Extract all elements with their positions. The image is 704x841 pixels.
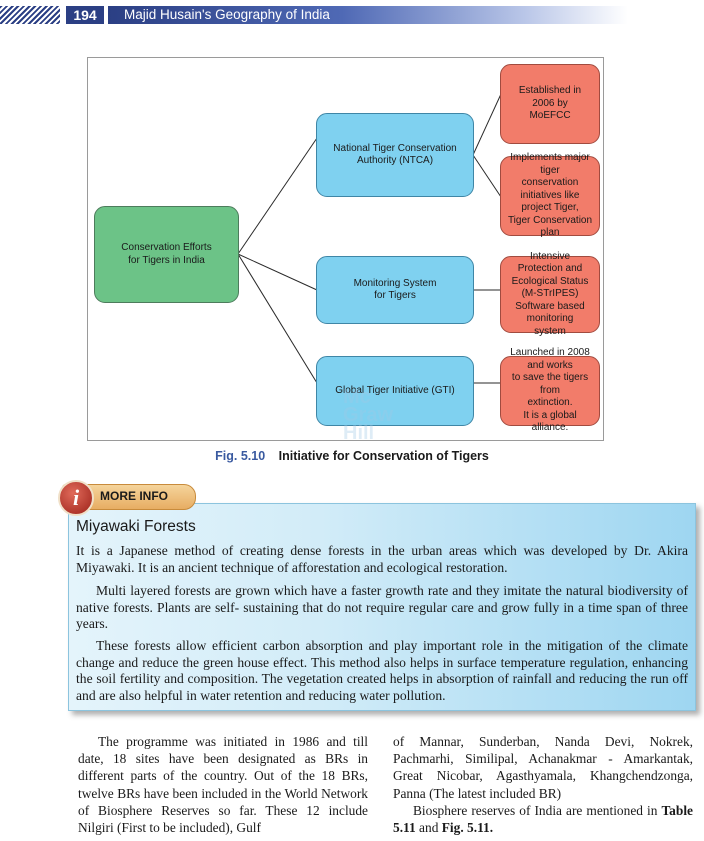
table-reference: Table 5.11 <box>393 802 693 836</box>
more-info-heading: Miyawaki Forests <box>76 518 196 535</box>
connector-ntca-leaf2 <box>472 154 502 198</box>
publisher-watermark: Mc Graw Hill <box>343 386 394 444</box>
connector-lines <box>237 93 502 384</box>
node-gti-launched: Launched in 2008 and works to save the t… <box>500 347 600 433</box>
figure-title: Initiative for Conservation of Tigers <box>278 449 489 463</box>
node-ntca-established: Established in 2006 by MoEFCC <box>500 64 600 144</box>
more-info-box <box>68 503 696 711</box>
page-number: 194 <box>66 6 104 24</box>
node-m-stripes: Intensive Protection and Ecological Stat… <box>500 251 600 337</box>
node-monitoring-system: Monitoring System for Tigers <box>316 256 474 324</box>
more-info-paragraph-2: Multi layered forests are grown which ha… <box>76 583 688 631</box>
connector-root-monitoring <box>237 253 318 291</box>
info-icon: i <box>58 480 94 516</box>
figure-caption: Fig. 5.10 Initiative for Conservation of… <box>0 449 704 463</box>
more-info-paragraph-3: These forests allow efficient carbon abs… <box>76 638 688 703</box>
figure-reference: Fig. 5.11. <box>441 820 494 836</box>
and-word: and <box>415 820 442 836</box>
body-paragraph-right-1: of Mannar, Sunderban, Nanda Devi, Nokrek… <box>393 734 693 801</box>
node-gti: Global Tiger Initiative (GTI) <box>316 356 474 426</box>
figure-5-10: Conservation Efforts for Tigers in India… <box>87 57 604 443</box>
more-info-paragraph-1: It is a Japanese method of creating dens… <box>76 543 688 575</box>
node-ntca: National Tiger Conservation Authority (N… <box>316 113 474 197</box>
connector-ntca-leaf1 <box>472 93 502 156</box>
body-paragraph-left: The programme was initiated in 1986 and … <box>78 734 368 836</box>
page-header: 194 Majid Husain's Geography of India <box>0 0 704 30</box>
header-hatch-decoration <box>0 6 60 24</box>
body-left-column: The programme was initiated in 1986 and … <box>78 733 368 836</box>
body-paragraph-right-2-text: Biosphere reserves of India are mentione… <box>413 802 662 818</box>
connector-root-ntca <box>237 137 318 255</box>
body-right-column: of Mannar, Sunderban, Nanda Devi, Nokrek… <box>393 733 693 836</box>
more-info-label: MORE INFO <box>100 489 168 503</box>
body-paragraph-right-2: Biosphere reserves of India are mentione… <box>393 802 693 836</box>
running-title: Majid Husain's Geography of India <box>108 6 628 24</box>
figure-number: Fig. 5.10 <box>215 449 266 463</box>
node-ntca-implements: Implements major tiger conservation init… <box>500 152 600 238</box>
node-conservation-efforts: Conservation Efforts for Tigers in India <box>94 206 239 303</box>
connector-root-gti <box>237 253 318 384</box>
